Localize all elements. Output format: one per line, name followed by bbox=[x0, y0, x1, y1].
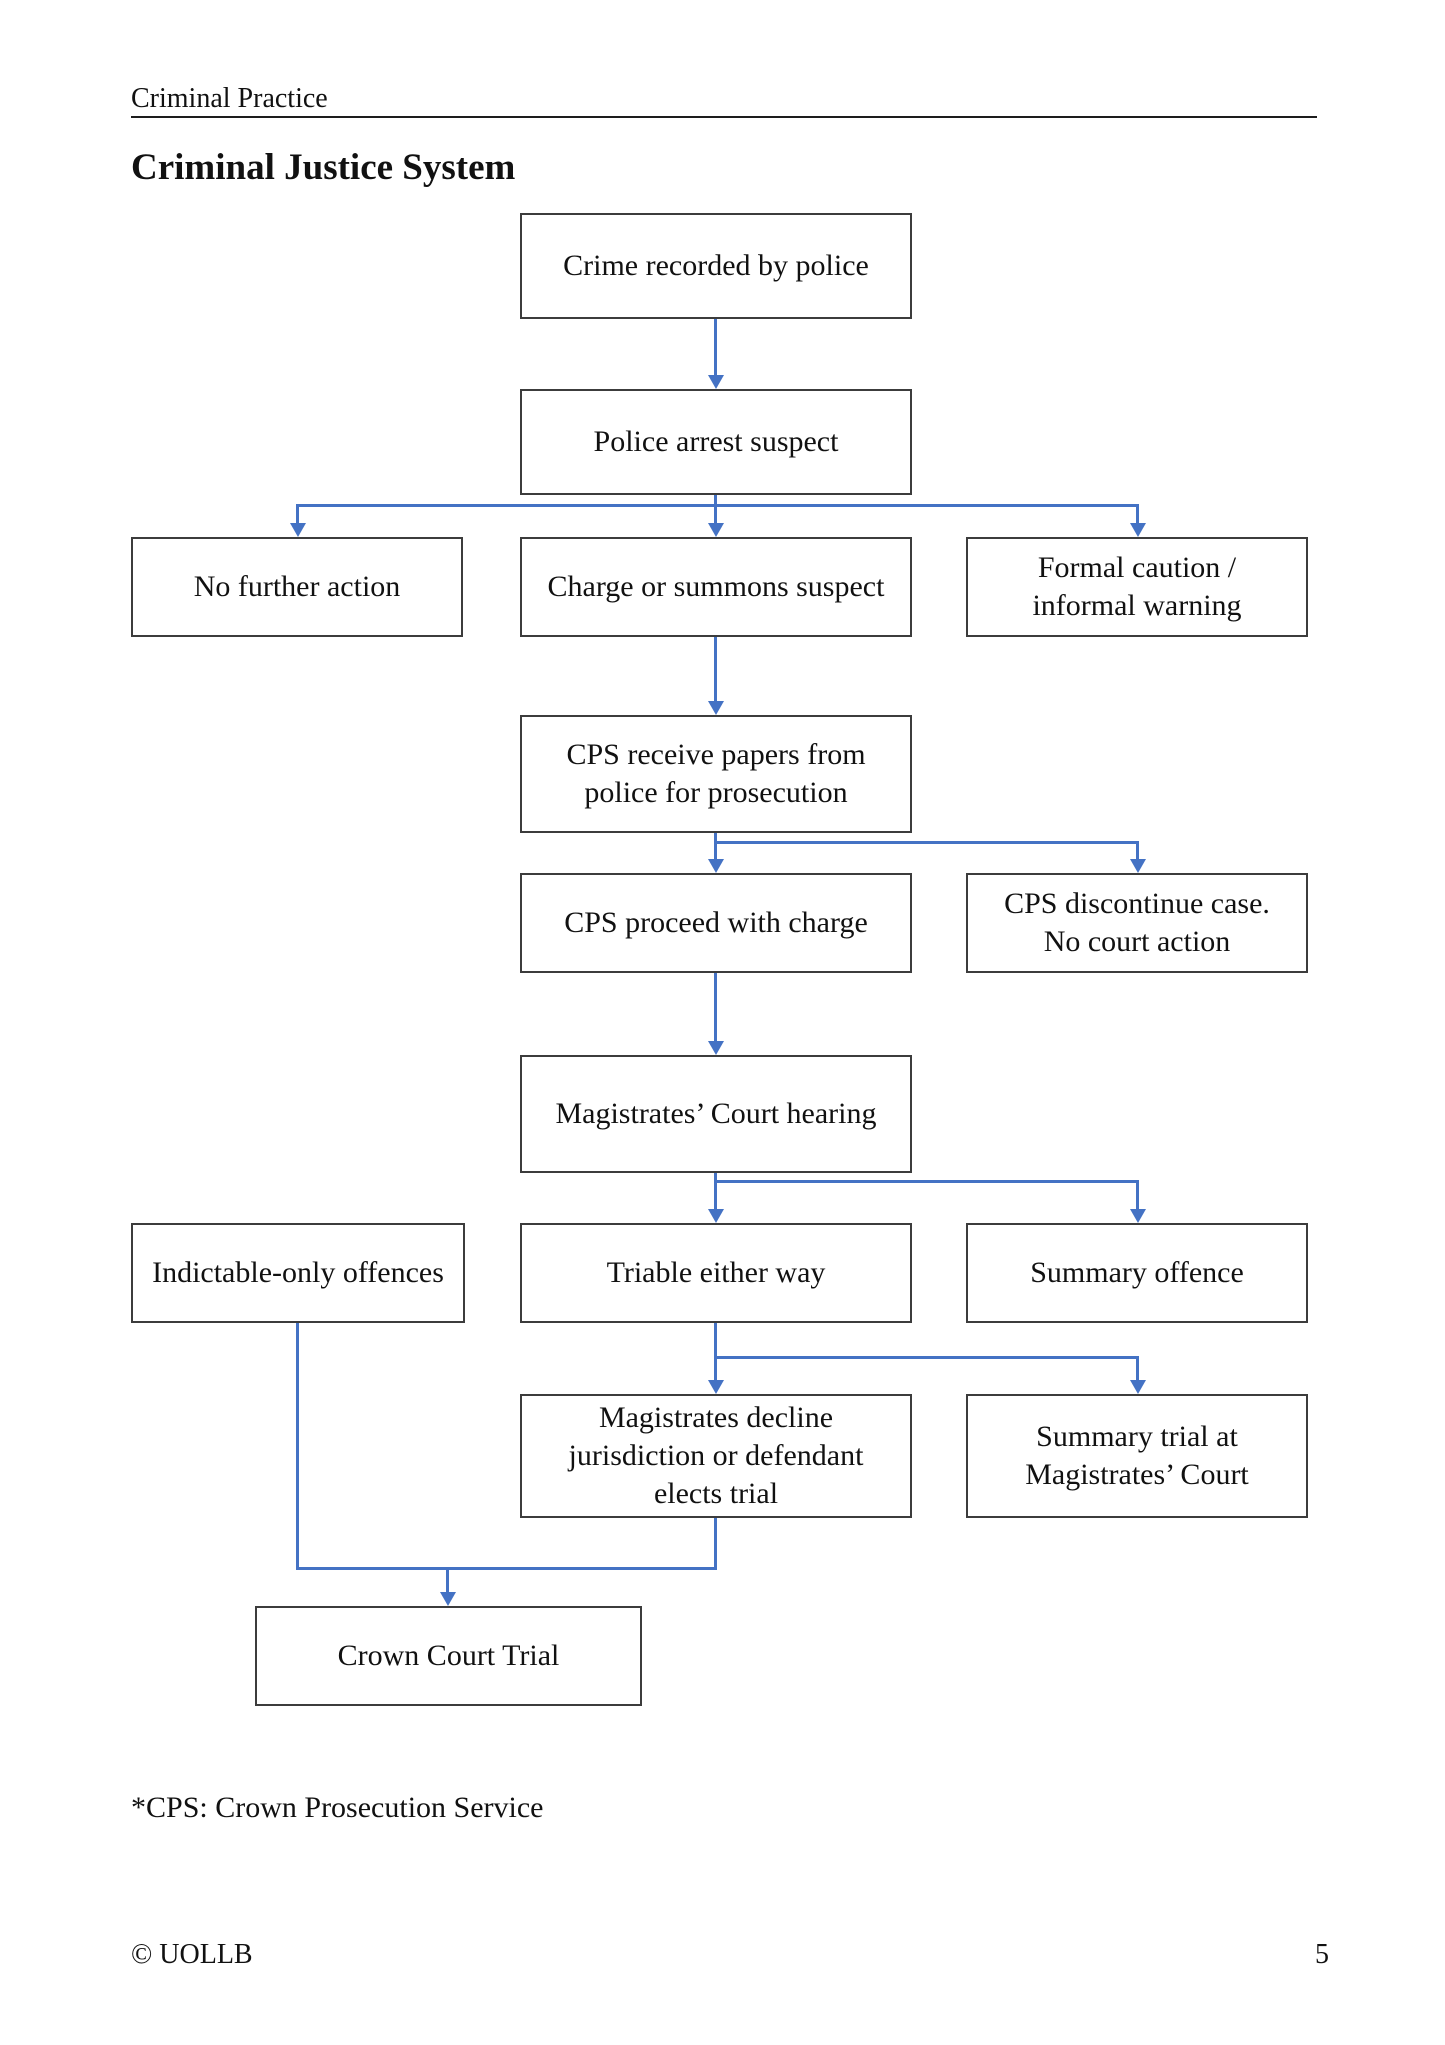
edge-cpsreceive-discontinue-line bbox=[1136, 841, 1139, 860]
edge-arrest-branch-line bbox=[296, 504, 1139, 507]
node-triable-either-way: Triable either way bbox=[520, 1223, 912, 1323]
edge-arrest-charge-arrowhead-icon bbox=[708, 523, 724, 537]
node-crime-recorded: Crime recorded by police bbox=[520, 213, 912, 319]
page-title: Criminal Justice System bbox=[131, 147, 516, 188]
edge-decline-crown-line bbox=[714, 1518, 717, 1570]
edge-cpsreceive-proceed-arrowhead-icon bbox=[708, 859, 724, 873]
edge-arrest-caution-arrowhead-icon bbox=[1130, 523, 1146, 537]
edge-hearing-summary-arrowhead-icon bbox=[1130, 1209, 1146, 1223]
edge-eitherway-summarytrial-arrowhead-icon bbox=[1130, 1380, 1146, 1394]
edge-hearing-summary-line bbox=[1136, 1180, 1139, 1211]
node-magistrates-decline: Magistrates decline jurisdiction or defe… bbox=[520, 1394, 912, 1518]
edge-crown-merge-line bbox=[296, 1567, 717, 1570]
edge-merge-crown-arrowhead-icon bbox=[440, 1592, 456, 1606]
cps-footnote: *CPS: Crown Prosecution Service bbox=[131, 1791, 544, 1824]
node-summary-offence: Summary offence bbox=[966, 1223, 1308, 1323]
running-head: Criminal Practice bbox=[131, 83, 328, 114]
edge-indictable-crown-line bbox=[296, 1323, 299, 1570]
node-indictable-only: Indictable-only offences bbox=[131, 1223, 465, 1323]
node-cps-receive-papers: CPS receive papers from police for prose… bbox=[520, 715, 912, 833]
edge-hearing-branch-line bbox=[714, 1180, 1139, 1183]
edge-eitherway-summarytrial-line bbox=[1136, 1356, 1139, 1382]
edge-charge-cpsreceive-line bbox=[714, 637, 717, 703]
edge-crime-arrest-arrowhead-icon bbox=[708, 375, 724, 389]
edge-charge-cpsreceive-arrowhead-icon bbox=[708, 701, 724, 715]
node-summary-trial: Summary trial at Magistrates’ Court bbox=[966, 1394, 1308, 1518]
edge-merge-crown-line bbox=[446, 1567, 449, 1593]
node-cps-discontinue: CPS discontinue case. No court action bbox=[966, 873, 1308, 973]
edge-proceed-hearing-arrowhead-icon bbox=[708, 1041, 724, 1055]
edge-hearing-eitherway-arrowhead-icon bbox=[708, 1209, 724, 1223]
edge-arrest-caution-line bbox=[1136, 504, 1139, 525]
node-formal-caution: Formal caution / informal warning bbox=[966, 537, 1308, 637]
copyright-text: © UOLLB bbox=[131, 1939, 253, 1970]
edge-eitherway-decline-line bbox=[714, 1323, 717, 1382]
edge-cpsreceive-branch-line bbox=[714, 841, 1139, 844]
edge-hearing-eitherway-line bbox=[714, 1173, 717, 1211]
edge-eitherway-branch-line bbox=[714, 1356, 1139, 1359]
edge-cpsreceive-proceed-line bbox=[714, 833, 717, 860]
edge-proceed-hearing-line bbox=[714, 973, 717, 1043]
page-number: 5 bbox=[1315, 1939, 1329, 1970]
edge-arrest-nfa-arrowhead-icon bbox=[290, 523, 306, 537]
header-rule bbox=[131, 116, 1317, 118]
edge-crime-arrest-line bbox=[714, 319, 717, 377]
node-police-arrest: Police arrest suspect bbox=[520, 389, 912, 495]
edge-cpsreceive-discontinue-arrowhead-icon bbox=[1130, 859, 1146, 873]
node-cps-proceed: CPS proceed with charge bbox=[520, 873, 912, 973]
edge-eitherway-decline-arrowhead-icon bbox=[708, 1380, 724, 1394]
node-crown-court-trial: Crown Court Trial bbox=[255, 1606, 642, 1706]
node-charge-or-summons: Charge or summons suspect bbox=[520, 537, 912, 637]
node-magistrates-hearing: Magistrates’ Court hearing bbox=[520, 1055, 912, 1173]
edge-arrest-nfa-line bbox=[296, 504, 299, 525]
edge-arrest-charge-line bbox=[714, 495, 717, 525]
node-no-further-action: No further action bbox=[131, 537, 463, 637]
